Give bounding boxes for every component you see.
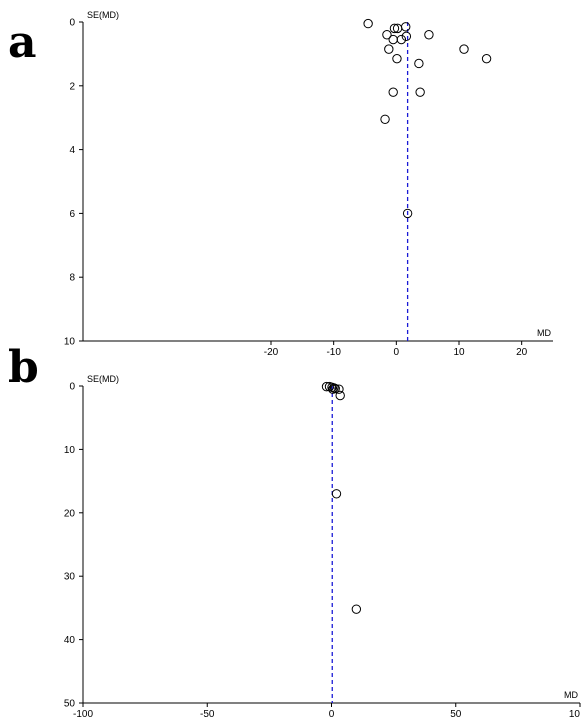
funnel-plot-a: 0 2 4 6 8 10 -20 -10 0 10 20 SE(MD) MD: [64, 10, 553, 358]
y-axis-title: SE(MD): [87, 374, 119, 384]
x-tick-label: -100: [73, 709, 93, 718]
study-point: [402, 208, 413, 219]
study-point: [414, 58, 424, 69]
x-tick-label: 0: [329, 709, 335, 718]
x-tick-label: 20: [516, 347, 528, 358]
study-point: [481, 53, 492, 64]
x-tick-label: 50: [450, 709, 462, 718]
study-point: [388, 34, 398, 45]
x-tick-label: 10: [569, 709, 581, 718]
study-point: [334, 384, 344, 394]
y-tick-label: 0: [69, 18, 75, 29]
x-tick-label: -10: [326, 347, 341, 358]
panel-b-letter: b: [8, 342, 39, 393]
study-point: [321, 381, 332, 392]
y-axis-title: SE(MD): [87, 10, 119, 20]
study-point: [415, 87, 425, 97]
study-point: [401, 31, 412, 42]
y-tick-label: 4: [69, 145, 75, 156]
study-point: [388, 87, 398, 97]
x-tick-label: -20: [264, 347, 279, 358]
study-point: [424, 30, 434, 40]
y-tick-label: 2: [69, 81, 75, 92]
y-tick-label: 10: [64, 337, 76, 348]
study-point: [363, 18, 373, 29]
y-tick-label: 40: [64, 635, 76, 646]
x-tick-label: 0: [394, 347, 400, 358]
study-point: [380, 114, 390, 124]
study-point: [389, 23, 400, 34]
study-point: [401, 22, 411, 32]
x-tick-label: 10: [453, 347, 465, 358]
y-tick-label: 10: [64, 445, 76, 456]
y-tick-label: 20: [64, 508, 76, 519]
study-point: [382, 30, 392, 40]
study-point: [459, 44, 469, 54]
y-tick-label: 30: [64, 572, 76, 583]
study-point: [392, 53, 402, 64]
study-point: [329, 383, 339, 393]
x-axis-title: MD: [537, 328, 551, 338]
study-point: [330, 383, 340, 394]
study-point: [384, 44, 394, 54]
y-tick-label: 50: [64, 699, 76, 710]
study-point: [396, 34, 407, 45]
study-point: [351, 604, 362, 614]
y-tick-label: 6: [69, 209, 75, 220]
study-point: [335, 390, 345, 401]
study-point: [331, 489, 342, 499]
panel-a-letter: a: [8, 17, 37, 68]
y-tick-label: 0: [69, 382, 75, 393]
x-tick-label: -50: [200, 709, 215, 718]
x-axis-title: MD: [564, 690, 578, 700]
y-tick-label: 8: [69, 273, 75, 284]
